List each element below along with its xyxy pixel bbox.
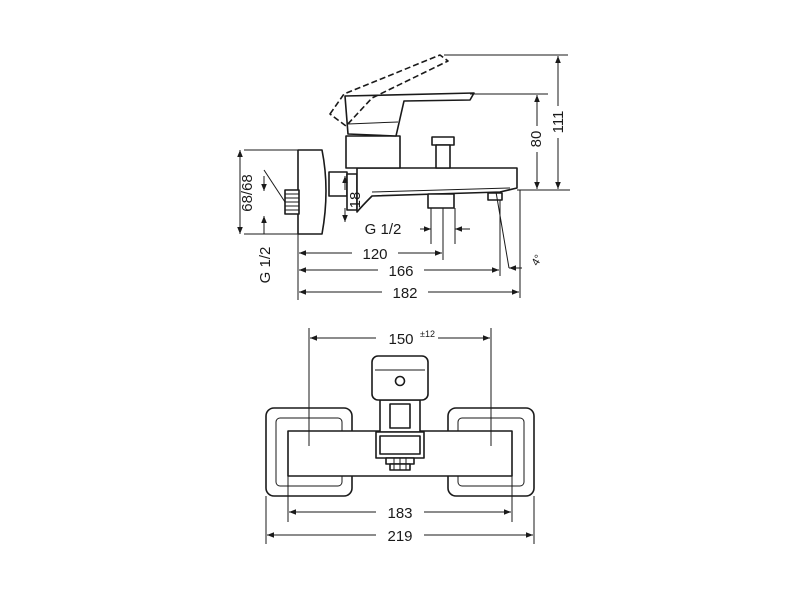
front-view: 150 ±12 183 219 (265, 328, 535, 545)
dim-183-label: 183 (387, 505, 412, 522)
dim-150-label: 150 (388, 331, 413, 348)
spout-outlet (427, 193, 455, 209)
cartridge-housing (345, 135, 401, 169)
dim-thread-outlet: G 1/2 (365, 208, 470, 244)
side-view: 68/68 G 1/2 18 G 1/2 80 111 (237, 54, 570, 302)
dim-150-tolerance: ±12 (420, 329, 435, 339)
dim-166-label: 166 (388, 263, 413, 280)
threaded-connector (284, 189, 300, 215)
dim-68-label: 68/68 (239, 174, 256, 212)
handle-lever-open (329, 54, 449, 127)
connector-nut (328, 171, 348, 197)
dim-120-label: 120 (362, 246, 387, 263)
spout-angle-label: 4° (530, 253, 546, 268)
dim-80-label: 80 (528, 131, 545, 148)
dim-18: 18 (342, 176, 364, 222)
diverter-knob (431, 136, 455, 169)
dim-150: 150 ±12 (308, 328, 492, 446)
dim-18-label: 18 (347, 192, 364, 209)
dim-219: 219 (265, 496, 535, 545)
thread-inlet-label: G 1/2 (257, 247, 274, 284)
dim-heights: 80 111 (444, 54, 570, 191)
dim-182-label: 182 (392, 285, 417, 302)
handle-lever (344, 92, 475, 137)
dim-111-label: 111 (550, 111, 567, 134)
wall-rosette (297, 149, 327, 235)
lever-indicator (394, 375, 406, 387)
thread-outlet-label: G 1/2 (365, 221, 402, 238)
dim-68: 68/68 G 1/2 (237, 149, 298, 284)
dim-183: 183 (287, 476, 513, 522)
dim-widths-side: 120 166 182 4° (297, 190, 546, 302)
dim-219-label: 219 (387, 528, 412, 545)
